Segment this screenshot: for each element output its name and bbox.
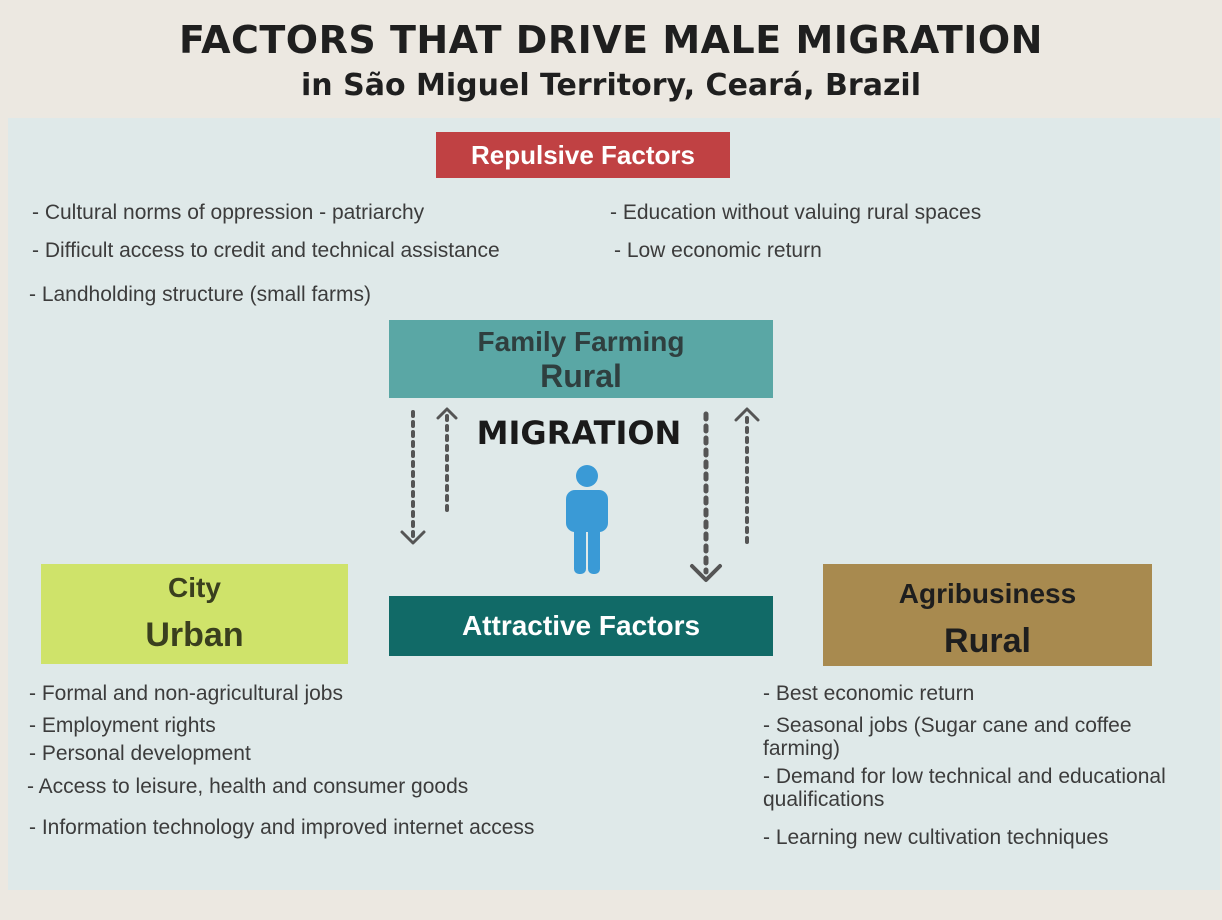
repulsive-item-patriarchy: - Cultural norms of oppression - patriar… bbox=[32, 201, 425, 224]
page-title: FACTORS THAT DRIVE MALE MIGRATION bbox=[178, 18, 1043, 62]
repulsive-item-education: - Education without valuing rural spaces bbox=[610, 201, 982, 224]
agribusiness-title: Agribusiness bbox=[898, 578, 1077, 609]
city-subtitle: Urban bbox=[145, 616, 244, 654]
repulsive-item-credit: - Difficult access to credit and technic… bbox=[32, 239, 500, 262]
person-icon bbox=[566, 465, 608, 574]
agri-item-seasonal: - Seasonal jobs (Sugar cane and coffee f… bbox=[763, 714, 1132, 760]
family-farming-subtitle: Rural bbox=[540, 358, 622, 394]
dotted-arrow-up-icon bbox=[734, 407, 760, 548]
migration-label: MIGRATION bbox=[476, 414, 682, 452]
repulsive-item-landholding: - Landholding structure (small farms) bbox=[29, 283, 371, 306]
city-item-rights: - Employment rights bbox=[29, 714, 216, 737]
city-item-internet: - Information technology and improved in… bbox=[29, 816, 535, 839]
city-item-leisure: - Access to leisure, health and consumer… bbox=[27, 775, 469, 798]
repulsive-factors-label: Repulsive Factors bbox=[436, 132, 730, 178]
page-subtitle: in São Miguel Territory, Ceará, Brazil bbox=[301, 68, 921, 103]
repulsive-item-low-return: - Low economic return bbox=[614, 239, 822, 262]
footer-band bbox=[0, 890, 1222, 920]
agribusiness-subtitle: Rural bbox=[944, 622, 1031, 660]
dotted-arrow-up-icon bbox=[436, 407, 458, 514]
agri-item-qualifications: - Demand for low technical and education… bbox=[763, 765, 1166, 811]
agri-item-return: - Best economic return bbox=[763, 682, 975, 705]
city-title: City bbox=[168, 572, 221, 603]
city-item-jobs: - Formal and non-agricultural jobs bbox=[29, 682, 343, 705]
dotted-arrow-down-icon bbox=[400, 410, 426, 545]
attractive-factors-label: Attractive Factors bbox=[389, 596, 773, 656]
header: FACTORS THAT DRIVE MALE MIGRATION in São… bbox=[0, 0, 1222, 118]
dotted-arrow-down-icon bbox=[690, 411, 722, 582]
diagram-panel bbox=[8, 118, 1220, 890]
family-farming-title: Family Farming bbox=[477, 326, 685, 357]
agribusiness-box: Agribusiness Rural bbox=[823, 564, 1152, 666]
city-item-development: - Personal development bbox=[29, 742, 251, 765]
family-farming-box: Family Farming Rural bbox=[389, 320, 773, 398]
city-box: City Urban bbox=[41, 564, 348, 664]
agri-item-techniques: - Learning new cultivation techniques bbox=[763, 826, 1109, 849]
